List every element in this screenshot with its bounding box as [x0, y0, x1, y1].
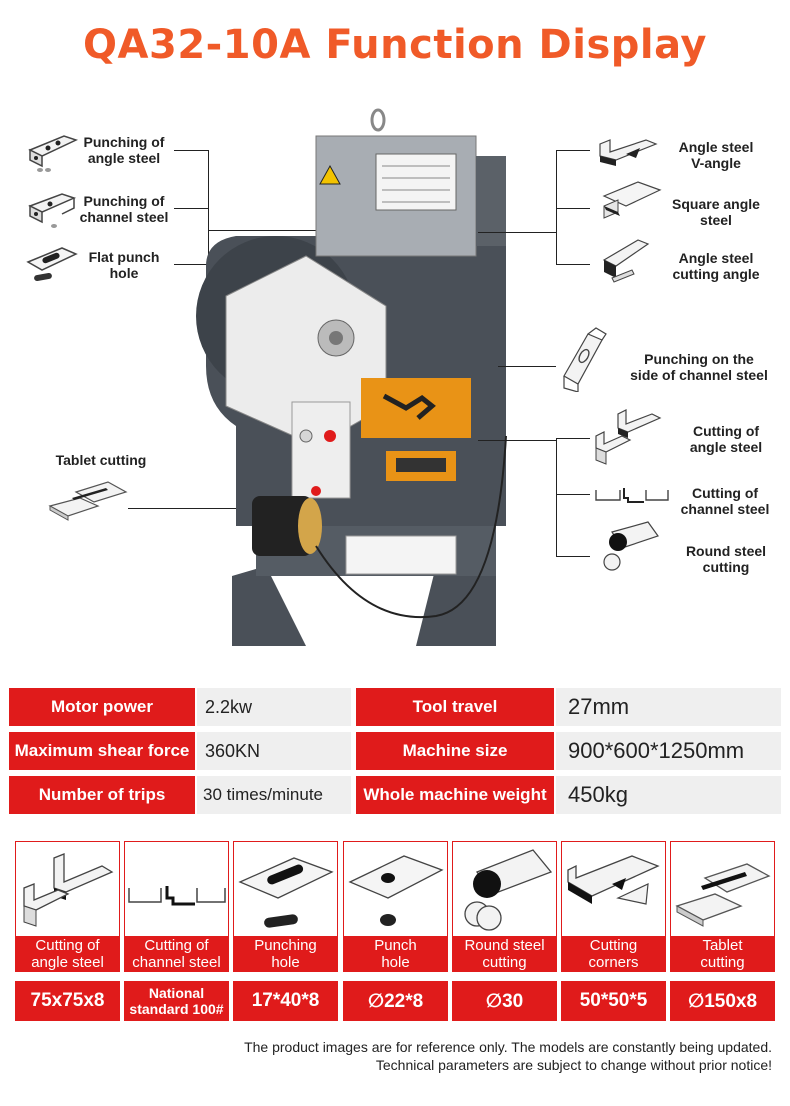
callout-connector: [556, 438, 557, 557]
tablet-cutting-icon: [48, 481, 128, 521]
card-channel-cutting: Cutting of channel steel: [124, 841, 229, 972]
tablet-card-icon: [675, 863, 771, 927]
card-round-punch: Punch hole: [343, 841, 448, 972]
card-caption: Cutting of channel steel: [125, 936, 228, 972]
callout-square-angle: Square angle steel: [672, 196, 760, 228]
angle-cut-card-icon: [23, 853, 114, 927]
callout-connector: [556, 150, 590, 151]
card-slot-punch: Punching hole: [233, 841, 338, 972]
spec-key-motor-power: Motor power: [9, 688, 195, 726]
callout-channel-cutting: Cutting of channel steel: [680, 485, 770, 517]
callout-connector: [556, 438, 590, 439]
channel-cut-card-icon: [128, 886, 226, 906]
card-corner-cut: Cutting corners: [561, 841, 666, 972]
angle-cutting-icon: [595, 409, 662, 465]
card-caption: Cutting of angle steel: [16, 936, 119, 972]
machine-image: [196, 108, 507, 646]
card-caption: Cutting corners: [562, 936, 665, 972]
channel-cutting-icon: [595, 488, 669, 503]
callout-connector: [556, 264, 590, 265]
page-title: QA32-10A Function Display: [83, 22, 707, 68]
callout-channel-side-punch: Punching on the side of channel steel: [630, 351, 768, 383]
callout-connector: [498, 366, 556, 367]
callout-connector: [556, 494, 590, 495]
callout-angle-punch: Punching of angle steel: [83, 134, 165, 166]
spec-key-max-shear: Maximum shear force: [9, 732, 195, 770]
card-value-round-steel: ∅30: [452, 981, 557, 1021]
spec-key-weight: Whole machine weight: [356, 776, 554, 814]
card-value-slot-punch: 17*40*8: [233, 981, 338, 1021]
cutting-angle-icon: [602, 239, 650, 283]
channel-side-punch-icon: [563, 327, 607, 392]
callout-connector: [556, 150, 557, 265]
spec-key-trips: Number of trips: [9, 776, 195, 814]
callout-connector: [478, 232, 556, 233]
callout-channel-punch: Punching of channel steel: [79, 193, 169, 225]
slot-punch-card-icon: [238, 857, 334, 928]
callout-connector: [128, 508, 248, 509]
callout-round-steel: Round steel cutting: [685, 543, 767, 575]
spec-value-tool-travel: 27mm: [556, 688, 781, 726]
card-round-steel: Round steel cutting: [452, 841, 557, 972]
round-steel-icon: [603, 521, 659, 571]
disclaimer-line-2: Technical parameters are subject to chan…: [375, 1057, 772, 1073]
round-steel-card-icon: [464, 849, 553, 931]
callout-connector: [208, 230, 318, 231]
card-value-corner-cut: 50*50*5: [561, 981, 666, 1021]
spec-value-weight: 450kg: [556, 776, 781, 814]
callout-connector: [478, 440, 556, 441]
corner-cut-card-icon: [567, 855, 660, 905]
channel-punch-icon: [28, 193, 77, 228]
spec-value-motor-power: 2.2kw: [197, 688, 351, 726]
disclaimer-line-1: The product images are for reference onl…: [244, 1039, 772, 1055]
callout-connector: [556, 208, 590, 209]
card-value-angle-cutting: 75x75x8: [15, 981, 120, 1021]
callout-connector: [174, 150, 208, 151]
card-angle-cutting: Cutting of angle steel: [15, 841, 120, 972]
callout-connector: [174, 264, 208, 265]
card-tablet-cutting: Tablet cutting: [670, 841, 775, 972]
round-punch-card-icon: [348, 855, 444, 926]
card-value-round-punch: ∅22*8: [343, 981, 448, 1021]
callout-flat-punch: Flat punch hole: [88, 249, 160, 281]
v-angle-icon: [599, 139, 658, 166]
card-caption: Round steel cutting: [453, 936, 556, 972]
callout-connector: [556, 556, 590, 557]
flat-punch-icon: [26, 247, 78, 282]
spec-key-tool-travel: Tool travel: [356, 688, 554, 726]
spec-value-trips: 30 times/minute: [197, 776, 351, 814]
square-angle-icon: [602, 181, 662, 219]
angle-punch-icon: [28, 135, 79, 172]
callout-connector: [208, 150, 209, 265]
card-caption: Punching hole: [234, 936, 337, 972]
callout-connector: [174, 208, 208, 209]
card-value-channel-cutting: National standard 100#: [124, 981, 229, 1021]
card-value-tablet-cutting: ∅150x8: [670, 981, 775, 1021]
callout-angle-cutting: Cutting of angle steel: [689, 423, 763, 455]
card-caption: Punch hole: [344, 936, 447, 972]
disclaimer-note: The product images are for reference onl…: [244, 1038, 772, 1074]
spec-key-machine-size: Machine size: [356, 732, 554, 770]
spec-value-max-shear: 360KN: [197, 732, 351, 770]
card-caption: Tablet cutting: [671, 936, 774, 972]
callout-v-angle: Angle steel V-angle: [678, 139, 754, 171]
callout-cutting-angle: Angle steel cutting angle: [672, 250, 760, 282]
spec-value-machine-size: 900*600*1250mm: [556, 732, 781, 770]
callout-tablet-cutting: Tablet cutting: [55, 452, 147, 468]
